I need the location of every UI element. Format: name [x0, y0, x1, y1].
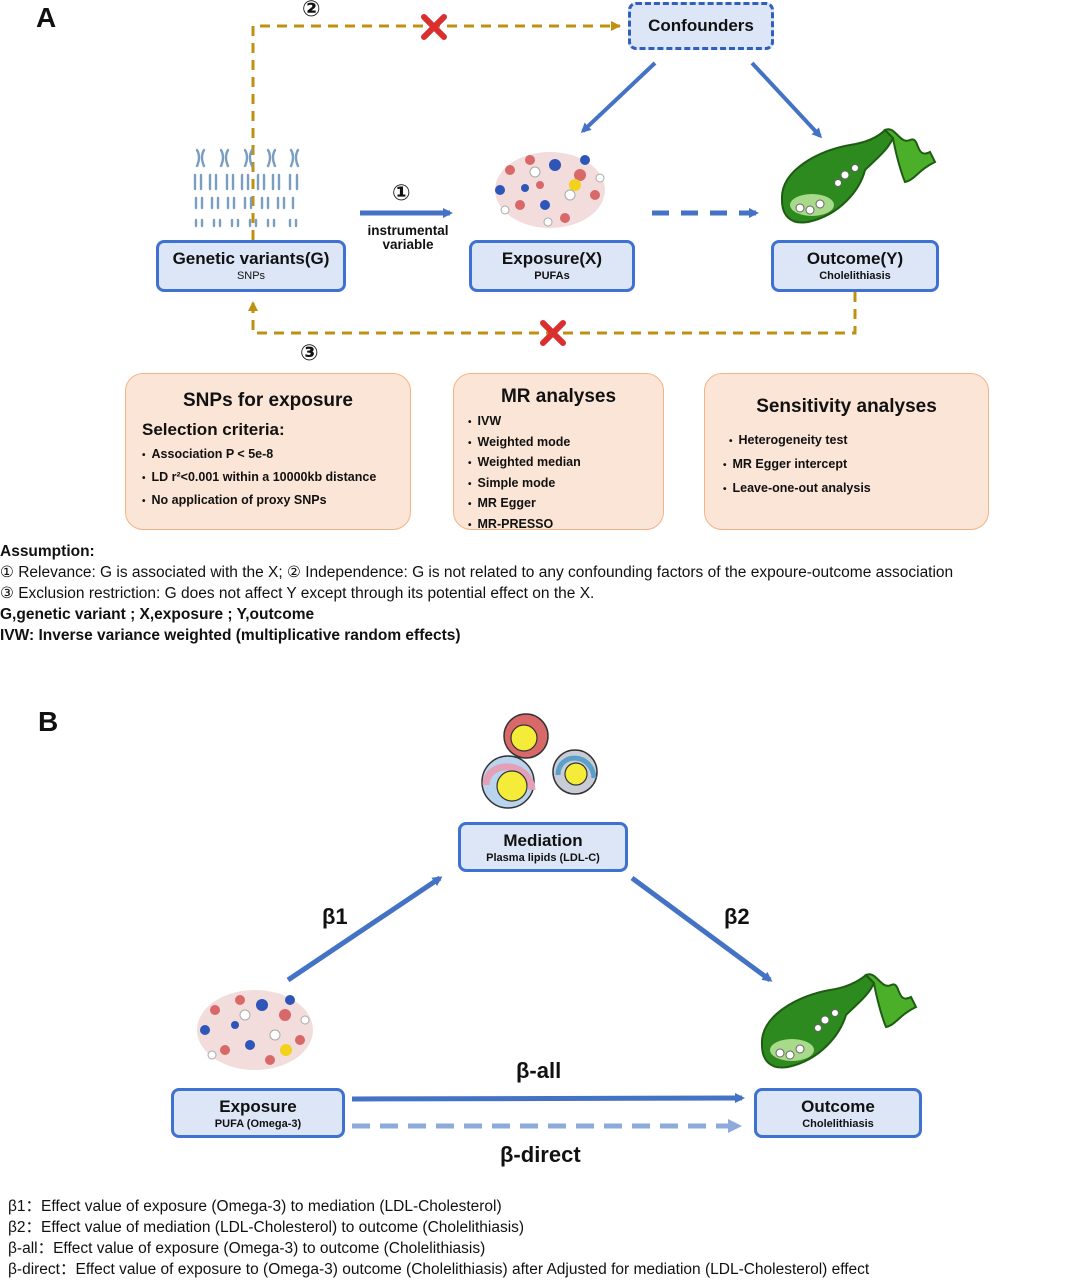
outcome-node: Outcome(Y) Cholelithiasis — [771, 240, 939, 292]
abbreviation-line: G,genetic variant ; X,exposure ; Y,outco… — [0, 606, 315, 623]
variable-text: variable — [382, 237, 434, 252]
criteria-item: •No application of proxy SNPs — [142, 493, 327, 507]
mr-item: •MR Egger — [468, 496, 536, 510]
sensitivity-item: •Heterogeneity test — [729, 433, 848, 447]
beta2-arrow — [630, 875, 773, 983]
confounders-node: Confounders — [628, 2, 774, 50]
sensitivity-box-title: Sensitivity analyses — [756, 396, 937, 417]
legend-beta-direct: β-direct：Effect value of exposure to (Om… — [8, 1261, 870, 1278]
legend-beta2: β2：Effect value of mediation (LDL-Choles… — [8, 1219, 525, 1236]
exposure-node-b: Exposure PUFA (Omega-3) — [171, 1088, 345, 1138]
protein-molecule-icon — [197, 990, 313, 1070]
confounder-to-exposure-arrow — [580, 61, 657, 134]
beta-direct-label: β-direct — [500, 1142, 581, 1167]
ivw-definition: IVW: Inverse variance weighted (multipli… — [0, 627, 461, 644]
gallbladder-icon — [760, 973, 918, 1069]
genetic-variants-node: Genetic variants(G) SNPs — [156, 240, 346, 292]
beta-all-label: β-all — [516, 1058, 562, 1083]
mr-box-title: MR analyses — [500, 386, 617, 407]
panel-a-label: A — [36, 2, 57, 33]
assumption-line-1: ① Relevance: G is associated with the X;… — [0, 564, 954, 581]
legend-beta-all: β-all：Effect value of exposure (Omega-3)… — [8, 1240, 486, 1257]
mr-analyses-box: MR analyses •IVW •Weighted mode •Weighte… — [453, 373, 664, 531]
gallbladder-icon — [780, 128, 937, 224]
exposure-b-title: Exposure — [219, 1097, 297, 1116]
cross-icon — [421, 14, 447, 40]
exclusion-restriction-path — [248, 292, 857, 335]
exposure-b-sub: PUFA (Omega-3) — [214, 1118, 302, 1130]
genetic-variants-title: Genetic variants(G) — [172, 249, 330, 268]
exposure-sub: PUFAs — [534, 270, 570, 282]
sensitivity-item: •MR Egger intercept — [723, 457, 848, 471]
genetic-variants-sub: SNPs — [236, 270, 266, 282]
outcome-title: Outcome(Y) — [806, 249, 904, 268]
marker-2: ② — [302, 0, 321, 21]
mr-item: •MR-PRESSO — [468, 516, 554, 531]
sensitivity-analyses-box: Sensitivity analyses •Heterogeneity test… — [704, 373, 989, 530]
chromosome-icon — [193, 148, 300, 228]
sensitivity-item: •Leave-one-out analysis — [723, 481, 871, 495]
mr-item: •Weighted median — [468, 455, 581, 469]
exposure-node: Exposure(X) PUFAs — [469, 240, 635, 292]
criteria-item: •LD r²<0.001 within a 10000kb distance — [142, 470, 377, 484]
marker-1: ① — [392, 180, 411, 205]
independence-path — [251, 21, 621, 240]
outcome-b-sub: Cholelithiasis — [802, 1118, 874, 1130]
mediation-node: Mediation Plasma lipids (LDL-C) — [458, 822, 628, 872]
beta1-label: β1 — [322, 904, 348, 929]
assumption-heading: Assumption: — [0, 543, 95, 560]
exposure-title: Exposure(X) — [501, 249, 603, 268]
beta1-arrow — [286, 875, 443, 983]
legend-beta1: β1：Effect value of exposure (Omega-3) to… — [8, 1198, 502, 1215]
confounders-label: Confounders — [648, 16, 754, 35]
instrumental-text: instrumental — [367, 223, 449, 238]
criteria-item: •Association P < 5e-8 — [142, 447, 274, 461]
mediation-sub: Plasma lipids (LDL-C) — [486, 852, 600, 864]
beta-all-arrow — [351, 1093, 745, 1104]
outcome-node-b: Outcome Cholelithiasis — [754, 1088, 922, 1138]
assumption-line-2: ③ Exclusion restriction: G does not affe… — [0, 585, 595, 602]
mr-item: •IVW — [468, 414, 502, 428]
beta2-label: β2 — [724, 904, 750, 929]
outcome-sub: Cholelithiasis — [819, 270, 891, 282]
marker-3: ③ — [300, 340, 319, 365]
instrumental-variable-label: instrumental variable — [356, 224, 460, 252]
confounder-to-outcome-arrow — [750, 61, 823, 139]
outcome-b-title: Outcome — [801, 1097, 875, 1116]
selection-criteria-title: Selection criteria: — [142, 420, 285, 439]
mediation-title: Mediation — [503, 831, 583, 850]
cross-icon — [540, 320, 566, 346]
snps-for-exposure-box: SNPs for exposure Selection criteria: •A… — [125, 373, 411, 530]
snps-box-title: SNPs for exposure — [183, 390, 353, 411]
panel-b-label: B — [38, 706, 59, 737]
mr-item: •Weighted mode — [468, 434, 571, 449]
lipoprotein-icon — [481, 713, 598, 809]
mr-item: •Simple mode — [468, 475, 556, 490]
protein-molecule-icon — [495, 152, 605, 228]
